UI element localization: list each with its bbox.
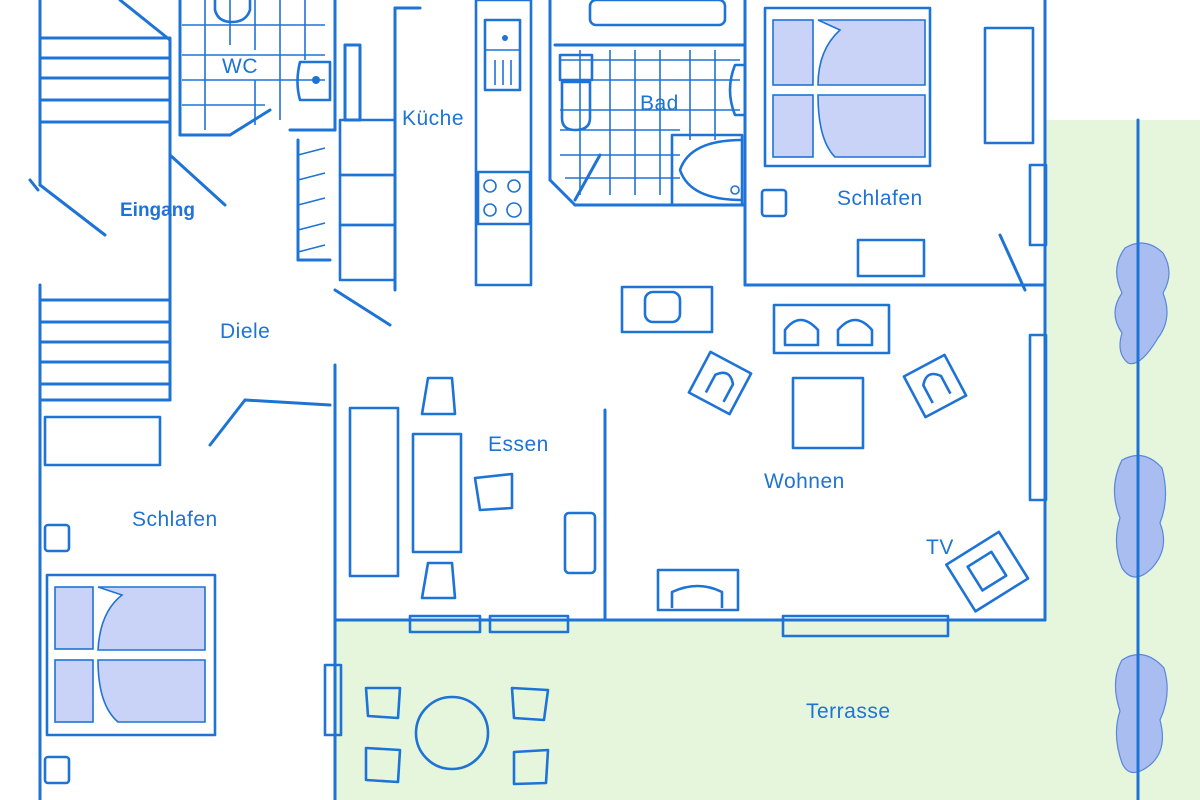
- label-eingang: Eingang: [120, 200, 195, 221]
- wardrobe-top-right: [983, 26, 1035, 145]
- hedge-shrubs: [1113, 242, 1170, 774]
- nightstand-top: [760, 188, 788, 218]
- walls: [38, 0, 1140, 800]
- label-terrasse: Terrasse: [806, 700, 891, 723]
- label-wohnen: Wohnen: [764, 470, 845, 493]
- label-essen: Essen: [488, 433, 549, 456]
- armchair-bar: [620, 285, 714, 334]
- tv-cabinet: [945, 530, 1030, 613]
- wc-tiles: [182, 0, 325, 130]
- side-cabinet: [563, 511, 597, 575]
- bathtub: [588, 0, 727, 27]
- bathroom-tiles: [553, 43, 747, 195]
- dining-chairs: [420, 376, 514, 600]
- label-diele: Diele: [220, 320, 270, 343]
- corridor-cabinets: [296, 118, 397, 282]
- label-kueche: Küche: [402, 107, 464, 130]
- dining-table: [411, 432, 463, 554]
- label-wc: WC: [222, 55, 258, 78]
- wc-sink: [296, 60, 332, 102]
- stairs-bottom: [38, 298, 172, 386]
- coffee-table: [791, 376, 865, 450]
- door-swings: [28, 178, 40, 192]
- stairs-top: [38, 36, 172, 124]
- room-labels: WC Küche Bad Schlafen Eingang Diele Esse…: [120, 55, 954, 723]
- terrace-chairs: [364, 686, 550, 786]
- bed-bottom: [45, 573, 217, 737]
- shower: [670, 133, 744, 207]
- wc-toilet: [213, 0, 252, 24]
- terrace-table: [414, 695, 490, 771]
- label-schlafen-top: Schlafen: [837, 187, 923, 210]
- armchair-left: [687, 350, 753, 416]
- bath-toilet: [558, 53, 594, 132]
- label-tv: TV: [926, 536, 954, 559]
- label-bad: Bad: [640, 92, 679, 115]
- nightstand-bottom-b: [43, 755, 71, 785]
- kitchen-counter: [474, 0, 533, 287]
- dresser: [43, 415, 162, 467]
- garden-area: [335, 120, 1200, 800]
- nightstand-bottom-a: [43, 523, 71, 553]
- armchair-right: [902, 353, 968, 419]
- dining-bench: [348, 406, 400, 578]
- bed-top: [763, 6, 932, 168]
- bench-top: [856, 238, 926, 278]
- label-schlafen-bottom: Schlafen: [132, 508, 218, 531]
- bath-sink: [728, 63, 745, 117]
- sideboard: [656, 568, 740, 612]
- sofa: [772, 303, 891, 355]
